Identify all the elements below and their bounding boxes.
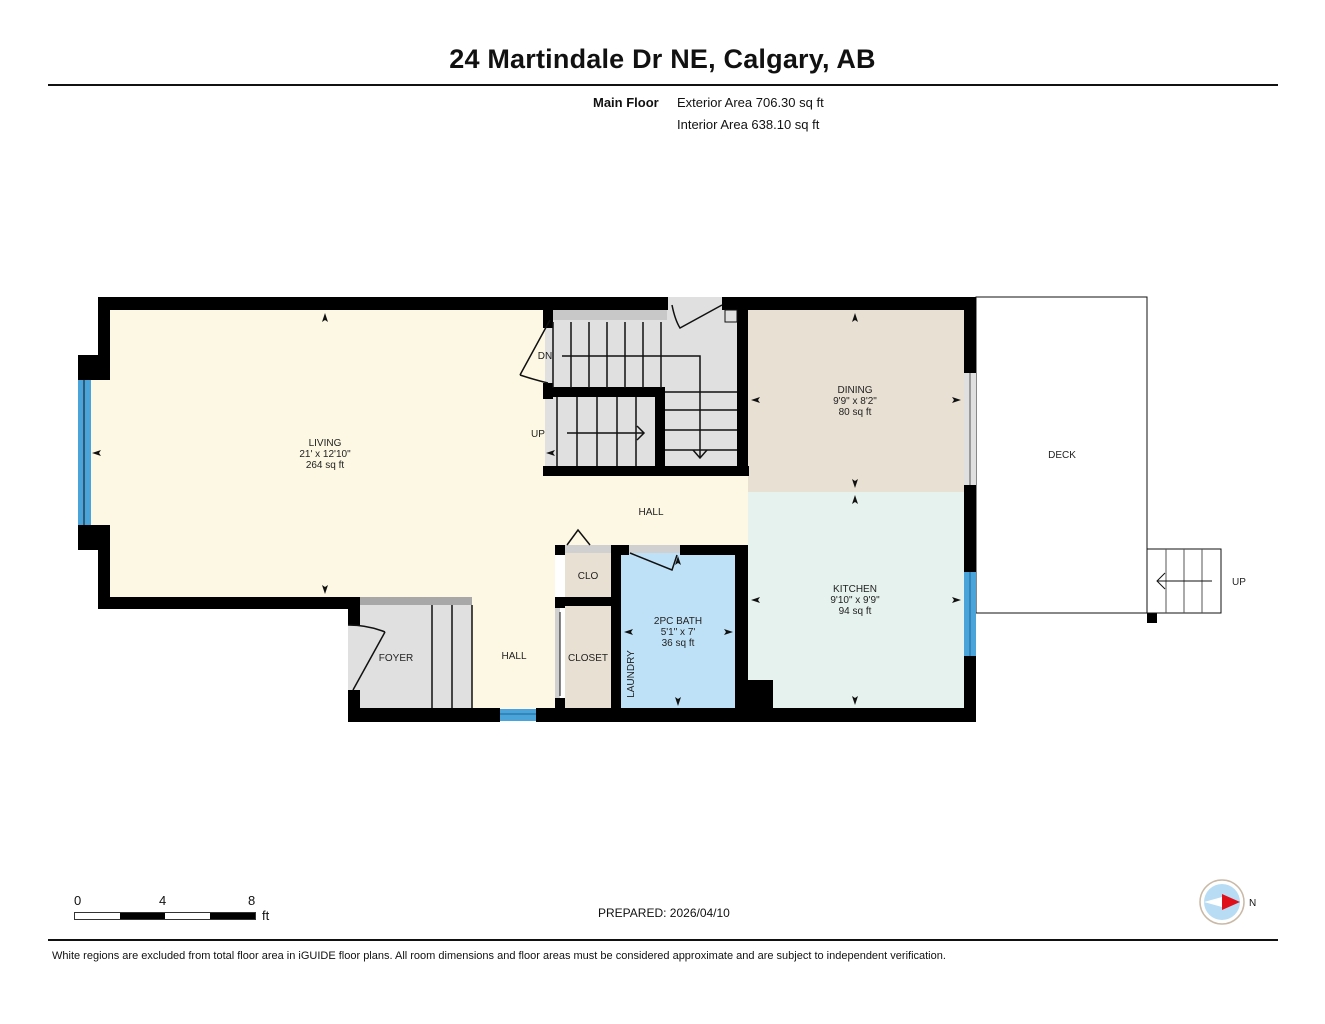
clo-label: CLO <box>578 571 599 582</box>
kitchen-fill <box>748 492 964 708</box>
kitchen-name: KITCHEN <box>833 584 877 595</box>
dining-area: 80 sq ft <box>839 407 872 418</box>
footer-divider <box>48 939 1278 941</box>
dining-name: DINING <box>838 385 873 396</box>
foyer-label: FOYER <box>379 653 413 664</box>
room-labels: LIVING 21' x 12'10" 264 sq ft DINING 9'9… <box>299 351 1246 698</box>
closet-label: CLOSET <box>568 653 608 664</box>
exterior-area: Exterior Area 706.30 sq ft <box>677 95 824 110</box>
hall-lower-label: HALL <box>501 651 526 662</box>
foyer-fill <box>360 597 472 708</box>
scale-tick-8: 8 <box>248 893 256 908</box>
scale-tick-0: 0 <box>74 893 82 908</box>
dimension-arrows <box>92 313 961 706</box>
closet-fill <box>565 606 612 708</box>
dining-fill <box>748 310 964 492</box>
title-divider <box>48 84 1278 86</box>
deck-stairs-up-label: UP <box>1232 577 1246 588</box>
living-fill <box>88 310 748 708</box>
deck-label: DECK <box>1048 450 1076 461</box>
interior-area: Interior Area 638.10 sq ft <box>677 117 820 132</box>
compass-icon: N <box>1199 879 1256 925</box>
kitchen-area: 94 sq ft <box>839 606 872 617</box>
stairs-up-label: UP <box>531 429 545 440</box>
compass-north-label: N <box>1249 898 1256 909</box>
stairs-down <box>552 310 737 460</box>
living-name: LIVING <box>309 438 342 449</box>
disclaimer-text: White regions are excluded from total fl… <box>52 950 946 962</box>
living-area: 264 sq ft <box>306 460 345 471</box>
hall-upper-label: HALL <box>638 507 663 518</box>
bath-area: 36 sq ft <box>662 638 695 649</box>
hall-lower-fill <box>472 597 557 708</box>
bath-fill <box>621 553 735 708</box>
bath-dims: 5'1" x 7' <box>661 627 696 638</box>
hall-window <box>500 709 536 721</box>
deck-stairs <box>1146 548 1222 614</box>
scale-tick-4: 4 <box>159 893 167 908</box>
stairs-up <box>556 397 646 466</box>
bath-name: 2PC BATH <box>654 616 702 627</box>
laundry-label: LAUNDRY <box>626 650 637 698</box>
stairs-down-label: DN <box>538 351 552 362</box>
page-title: 24 Martindale Dr NE, Calgary, AB <box>449 44 876 74</box>
prepared-date: PREPARED: 2026/04/10 <box>598 906 730 920</box>
clo-fill <box>565 553 612 598</box>
walls <box>78 297 1157 722</box>
deck-fill <box>975 296 1148 614</box>
floor-name: Main Floor <box>593 95 659 110</box>
dining-dims: 9'9" x 8'2" <box>833 396 877 407</box>
windows <box>78 373 976 721</box>
kitchen-dims: 9'10" x 9'9" <box>830 595 880 606</box>
living-dims: 21' x 12'10" <box>299 449 351 460</box>
doors <box>347 297 738 708</box>
scale-bar-graphic <box>74 912 256 920</box>
scale-unit: ft <box>262 908 270 923</box>
